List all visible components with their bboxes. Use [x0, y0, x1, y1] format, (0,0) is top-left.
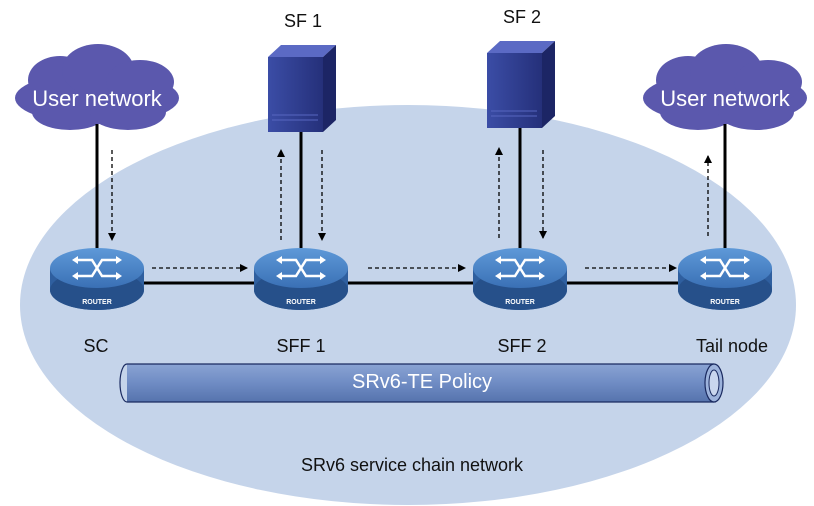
network-area: [20, 105, 796, 505]
flow-arrows: [108, 147, 712, 272]
cloud-icon: [643, 44, 807, 130]
router-icon: [678, 248, 772, 310]
router-icon: [254, 248, 348, 310]
policy-tube: [119, 363, 724, 403]
router-label-sc: SC: [83, 336, 109, 356]
server-icon: [487, 41, 555, 128]
server-icon: [268, 45, 336, 132]
router-label-sff2: SFF 2: [497, 336, 547, 356]
router-label-tail: Tail node: [695, 336, 769, 356]
cloud-label-right: User network: [660, 86, 790, 111]
router-icon: [50, 248, 144, 310]
network-label: SRv6 service chain network: [300, 455, 524, 475]
cloud-icon: [15, 44, 179, 130]
router-badge-tail: ROUTER: [710, 299, 740, 306]
server-label-sf2: SF 2: [502, 7, 542, 27]
policy-label: SRv6-TE Policy: [351, 371, 493, 393]
router-badge-sc: ROUTER: [82, 299, 112, 306]
server-label-sf1: SF 1: [283, 11, 323, 31]
cloud-label-left: User network: [32, 86, 162, 111]
router-badge-sff1: ROUTER: [286, 299, 316, 306]
router-label-sff1: SFF 1: [276, 336, 326, 356]
router-badge-sff2: ROUTER: [505, 299, 535, 306]
router-icon: [473, 248, 567, 310]
